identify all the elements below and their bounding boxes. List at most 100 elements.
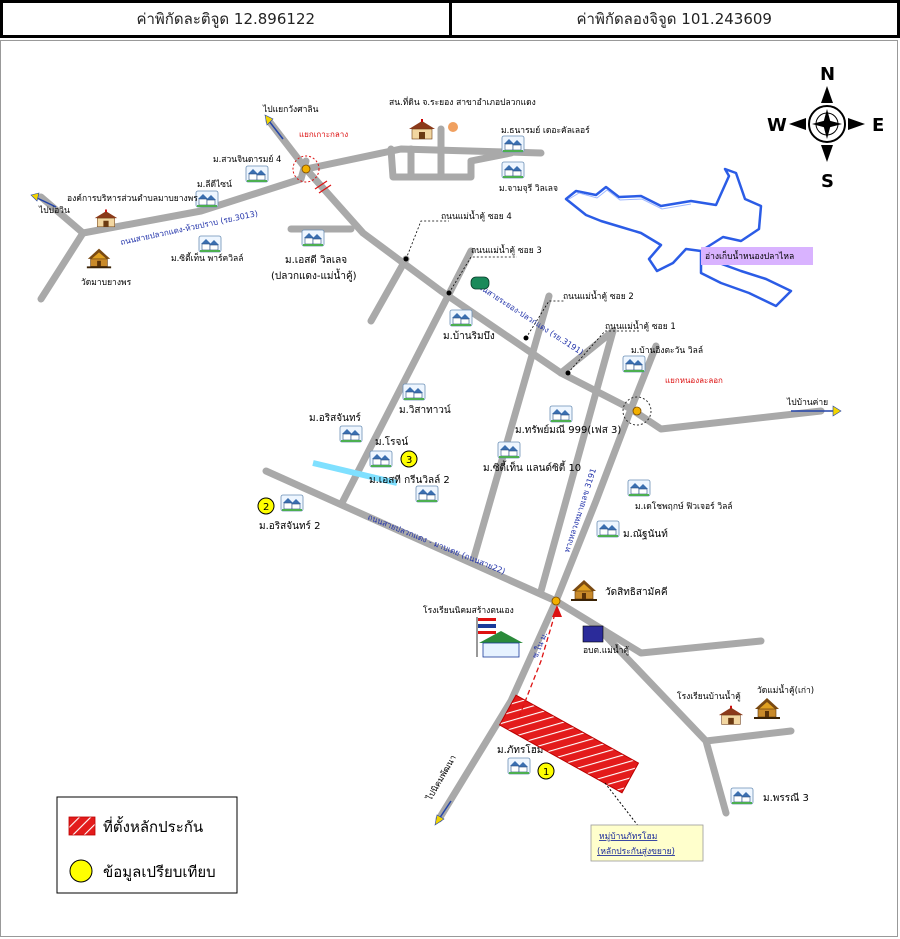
legend-comparison-label: ข้อมูลเปรียบเทียบ [103,863,216,881]
soi-dots [403,256,571,376]
label-m-thanarom: ม.ธนารมย์ เดอะคัลเลอร์ [501,125,590,136]
longitude-text: ค่าพิกัดลองจิจูด 101.243609 [576,10,772,28]
reservoir-label-box [701,247,813,265]
label-m-chamchuri: ม.จามจุรี วิลเลจ [499,183,558,194]
label-soi-1: ถนนแม่น้ำคู้ ซอย 1 [605,320,676,332]
compass-rose: N S W E [767,64,884,192]
label-m-suan-chinda: ม.สวนจินดารมย์ 4 [213,154,281,165]
label-to-wangsalin: ไปแยกวังศาลิน [262,104,319,115]
arrow-west-icon [30,192,40,202]
traffic-light-icon-3 [551,596,561,606]
landmark-icons [86,119,781,805]
label-soi-2: ถนนแม่น้ำคู้ ซอย 2 [563,290,634,302]
wat-sit-icon [570,579,598,601]
label-police: สน.ที่ดิน จ.ระยอง สาขาอำเภอปลวกแดง [389,96,536,108]
soi-4-road [367,255,410,325]
soi-leaders [405,220,641,374]
comparison-points: 1 2 3 [257,450,555,780]
legend-collateral-label: ที่ตั้งหลักประกัน [103,816,203,836]
comparison-point-1: 1 [543,767,549,778]
label-wat-sit: วัดสิทธิสามัคคี [605,586,668,598]
label-m-sd-village: ม.เอสดี วิลเลจ [285,254,347,266]
road-school [702,727,795,745]
land-office-icon [408,119,436,140]
coordinate-header: ค่าพิกัดละติจูด 12.896122 ค่าพิกัดลองจิจ… [0,0,900,38]
wat-map-yang-icon [86,248,112,269]
arrow-south-icon [434,814,445,826]
label-m-city-land: ม.ซิตี้เท็น แลนด์ซิตี้ 10 [483,460,581,474]
access-route [518,606,558,718]
label-m-decho: ม.เดโชพฤกษ์ ฟิวเจอร์ วิลล์ [635,501,733,512]
road-label-3191a: ถนนสายระยอง-ปลวกแดง (รย.3191) [472,279,585,357]
legend-comparison-swatch [69,859,93,883]
wat-mae-nam-icon [753,697,781,719]
direction-arrows: ไปบ่อวิน ไปแยกวังศาลิน ไปบ้านค่าย ไปนิคม… [30,104,842,826]
road-north-grid [387,145,515,181]
compass-w: W [767,115,787,136]
traffic-light-icon [301,164,311,174]
access-arrow-icon [552,605,562,617]
label-wat-mae-nam: วัดแม่น้ำคู้(เก่า) [757,684,814,696]
label-m-arisa-2: ม.อริสจันทร์ 2 [259,520,320,532]
latitude-text: ค่าพิกัดละติจูด 12.896122 [136,10,316,28]
label-m-esty: ม.เอสที กรีนวิลล์ 2 [369,474,450,486]
label-soi-3: ถนนแม่น้ำคู้ ซอย 3 [471,244,542,256]
canal [312,460,398,486]
label-m-sd-village-sub: (ปลวกแดง-แม่น้ำคู้) [271,268,357,282]
place-labels: องค์การบริหารส่วนตำบลมาบยางพร วัดมาบยางพ… [67,96,814,804]
road-3013 [37,157,310,237]
red-label-junction-1: แยกเกาะกลาง [299,130,348,139]
traffic-light-icon-2 [632,406,642,416]
road-network [37,117,825,823]
label-m-wisawan: ม.วิสาทาวน์ [399,404,451,416]
land-office-seal-icon [448,122,458,132]
east-arrow-icon [848,118,865,130]
west-arrow-icon [789,118,806,130]
label-m-ban-rim-bueng: ม.บ้านริมบึง [443,330,495,342]
label-m-lee-dee: ม.ลีดีไซน์ [197,179,232,190]
callout-box [590,824,704,862]
label-school-2: โรงเรียนบ้านน้ำคู้ [677,690,741,702]
label-m-city-park: ม.ซิตี้เท็น พาร์ควิลล์ [171,252,243,264]
comparison-point-2: 2 [263,502,269,513]
road-3013-branch [37,229,87,303]
reservoir-label: อ่างเก็บน้ำหนองปลาไหล [705,250,794,262]
road-3191-south [435,342,660,823]
compass-s: S [821,171,834,192]
south-arrow-icon [821,145,833,162]
collateral-area [498,694,640,794]
police-badge-icon [470,276,490,290]
school-2-icon [718,705,744,725]
arrow-north-icon [264,114,274,126]
label-m-rojana: ม.โรจน์ [375,435,408,448]
compass-e: E [872,115,884,136]
obt-mae-nam-icon [582,625,604,643]
label-school-1: โรงเรียนนิคมสร้างตนเอง [423,605,514,616]
road-north [302,145,545,173]
label-m-ban-ing-tawan: ม.บ้านอิงตะวัน วิลล์ [631,345,703,356]
label-obt-bang-phra: องค์การบริหารส่วนตำบลมาบยางพร [67,193,198,204]
legend-collateral-swatch [68,816,96,836]
soi-2-road [469,292,553,565]
location-map: อ่างเก็บน้ำหนองปลาไหล N S W E ไปบ่อวิน ไ… [30,64,884,894]
reservoir-outline [564,167,793,308]
reservoir-outline-inner [568,189,692,210]
school-flag-icon [476,617,523,658]
label-m-arisa: ม.อริสจันทร์ [309,412,362,424]
label-m-phatthara: ม.ภัทรโฮม [497,743,543,756]
legend: ที่ตั้งหลักประกัน ข้อมูลเปรียบเทียบ [56,796,238,894]
compass-n: N [820,64,835,85]
north-arrow-icon [821,86,833,103]
comparison-point-3: 3 [406,455,412,466]
road-22 [262,467,765,657]
label-soi-4: ถนนแม่น้ำคู้ ซอย 4 [441,210,512,222]
arrow-east-icon [832,405,842,417]
obt-office-icon [94,209,118,228]
soi-1-road [537,327,617,595]
map-frame: อ่างเก็บน้ำหนองปลาไหล N S W E ไปบ่อวิน ไ… [0,40,898,937]
label-m-pornmanee: ม.พรรณี 3 [763,792,809,804]
junction-markers: แยกเกาะกลาง แยกหนองละลอก [292,130,723,606]
callout-line-1: หมู่บ้านภัทรโฮม [599,831,657,842]
latitude-cell: ค่าพิกัดละติจูด 12.896122 [3,3,449,35]
label-m-treasure: ม.ทรัพย์มณี 999(เฟส 3) [515,424,621,436]
